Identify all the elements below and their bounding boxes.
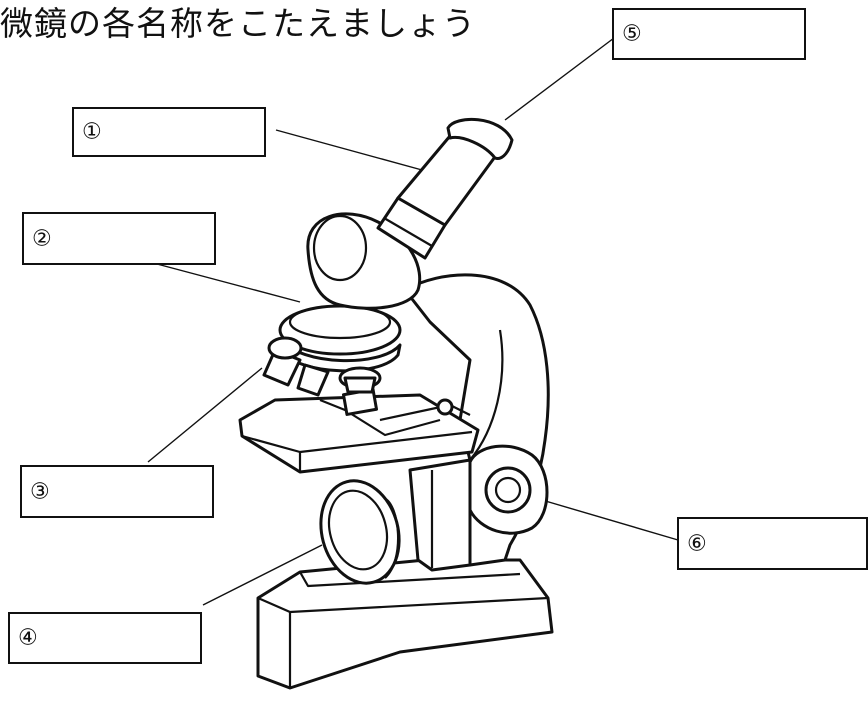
leader-line-3 (147, 367, 263, 463)
answer-box-3[interactable]: ③ (20, 465, 214, 518)
leader-line-2 (156, 263, 301, 303)
label-number-1: ① (82, 119, 102, 145)
leader-line-6 (541, 499, 679, 541)
focus-knob (468, 444, 549, 535)
microscope-pillar (408, 458, 472, 572)
label-number-6: ⑥ (687, 531, 707, 556)
answer-box-6[interactable]: ⑥ (677, 517, 868, 570)
label-number-2: ② (32, 226, 52, 251)
answer-box-4[interactable]: ④ (8, 612, 202, 664)
answer-box-2[interactable]: ② (22, 212, 216, 265)
answer-box-5[interactable]: ⑤ (612, 8, 806, 60)
label-number-3: ③ (30, 479, 50, 504)
leader-line-5 (504, 34, 619, 121)
label-number-4: ④ (18, 625, 38, 651)
leader-line-4 (202, 544, 323, 606)
answer-box-1[interactable]: ① (72, 107, 266, 157)
mirror (319, 479, 401, 585)
label-number-5: ⑤ (622, 21, 642, 47)
leader-lines (147, 34, 679, 606)
leader-line-1 (275, 129, 423, 171)
eyepiece-tube (376, 117, 514, 260)
worksheet-title: 微鏡の各名称をこたえましょう (0, 4, 476, 43)
objective-lenses (262, 336, 382, 397)
microscope-base (256, 558, 554, 690)
microscope-stage (238, 388, 480, 474)
